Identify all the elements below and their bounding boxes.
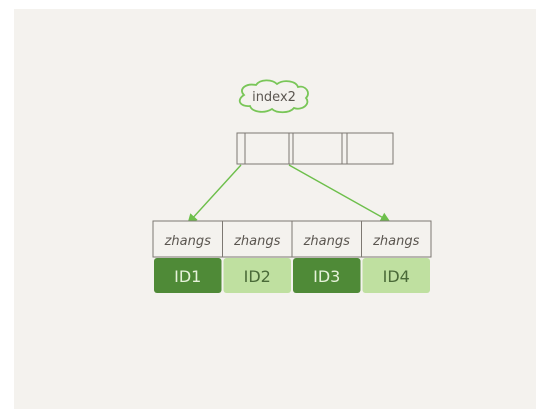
leaf-name-text: zhangs [372, 234, 420, 249]
leaf-name-text: zhangs [303, 234, 351, 249]
leaf-id-cell [154, 258, 222, 293]
index-label-bubble [238, 79, 309, 114]
leaf-id-text: ID3 [313, 267, 340, 286]
leaf-name-text: zhangs [233, 234, 281, 249]
index-label: index2 [238, 79, 309, 114]
index-node [236, 132, 394, 165]
leaf-name-cell [361, 220, 432, 258]
leaf-id-cell [293, 258, 361, 293]
btree-diagram: index2 zhangsID1zhangsID2zhangsID3zhangs… [152, 79, 432, 293]
leaf-id-cell [223, 258, 291, 293]
leaf-name-cell [222, 220, 293, 258]
pointer-arrow-right [288, 164, 391, 222]
leaf-id-text: ID4 [383, 267, 410, 286]
leaf-name-cell [152, 220, 223, 258]
pointer-arrow-left [187, 164, 242, 224]
leaf-id-cell [362, 258, 430, 293]
leaf-id-text: ID1 [174, 267, 201, 286]
leaf-name-text: zhangs [164, 234, 212, 249]
leaf-id-text: ID2 [244, 267, 271, 286]
index-label-text: index2 [252, 90, 296, 105]
index-node-outline [236, 132, 394, 165]
